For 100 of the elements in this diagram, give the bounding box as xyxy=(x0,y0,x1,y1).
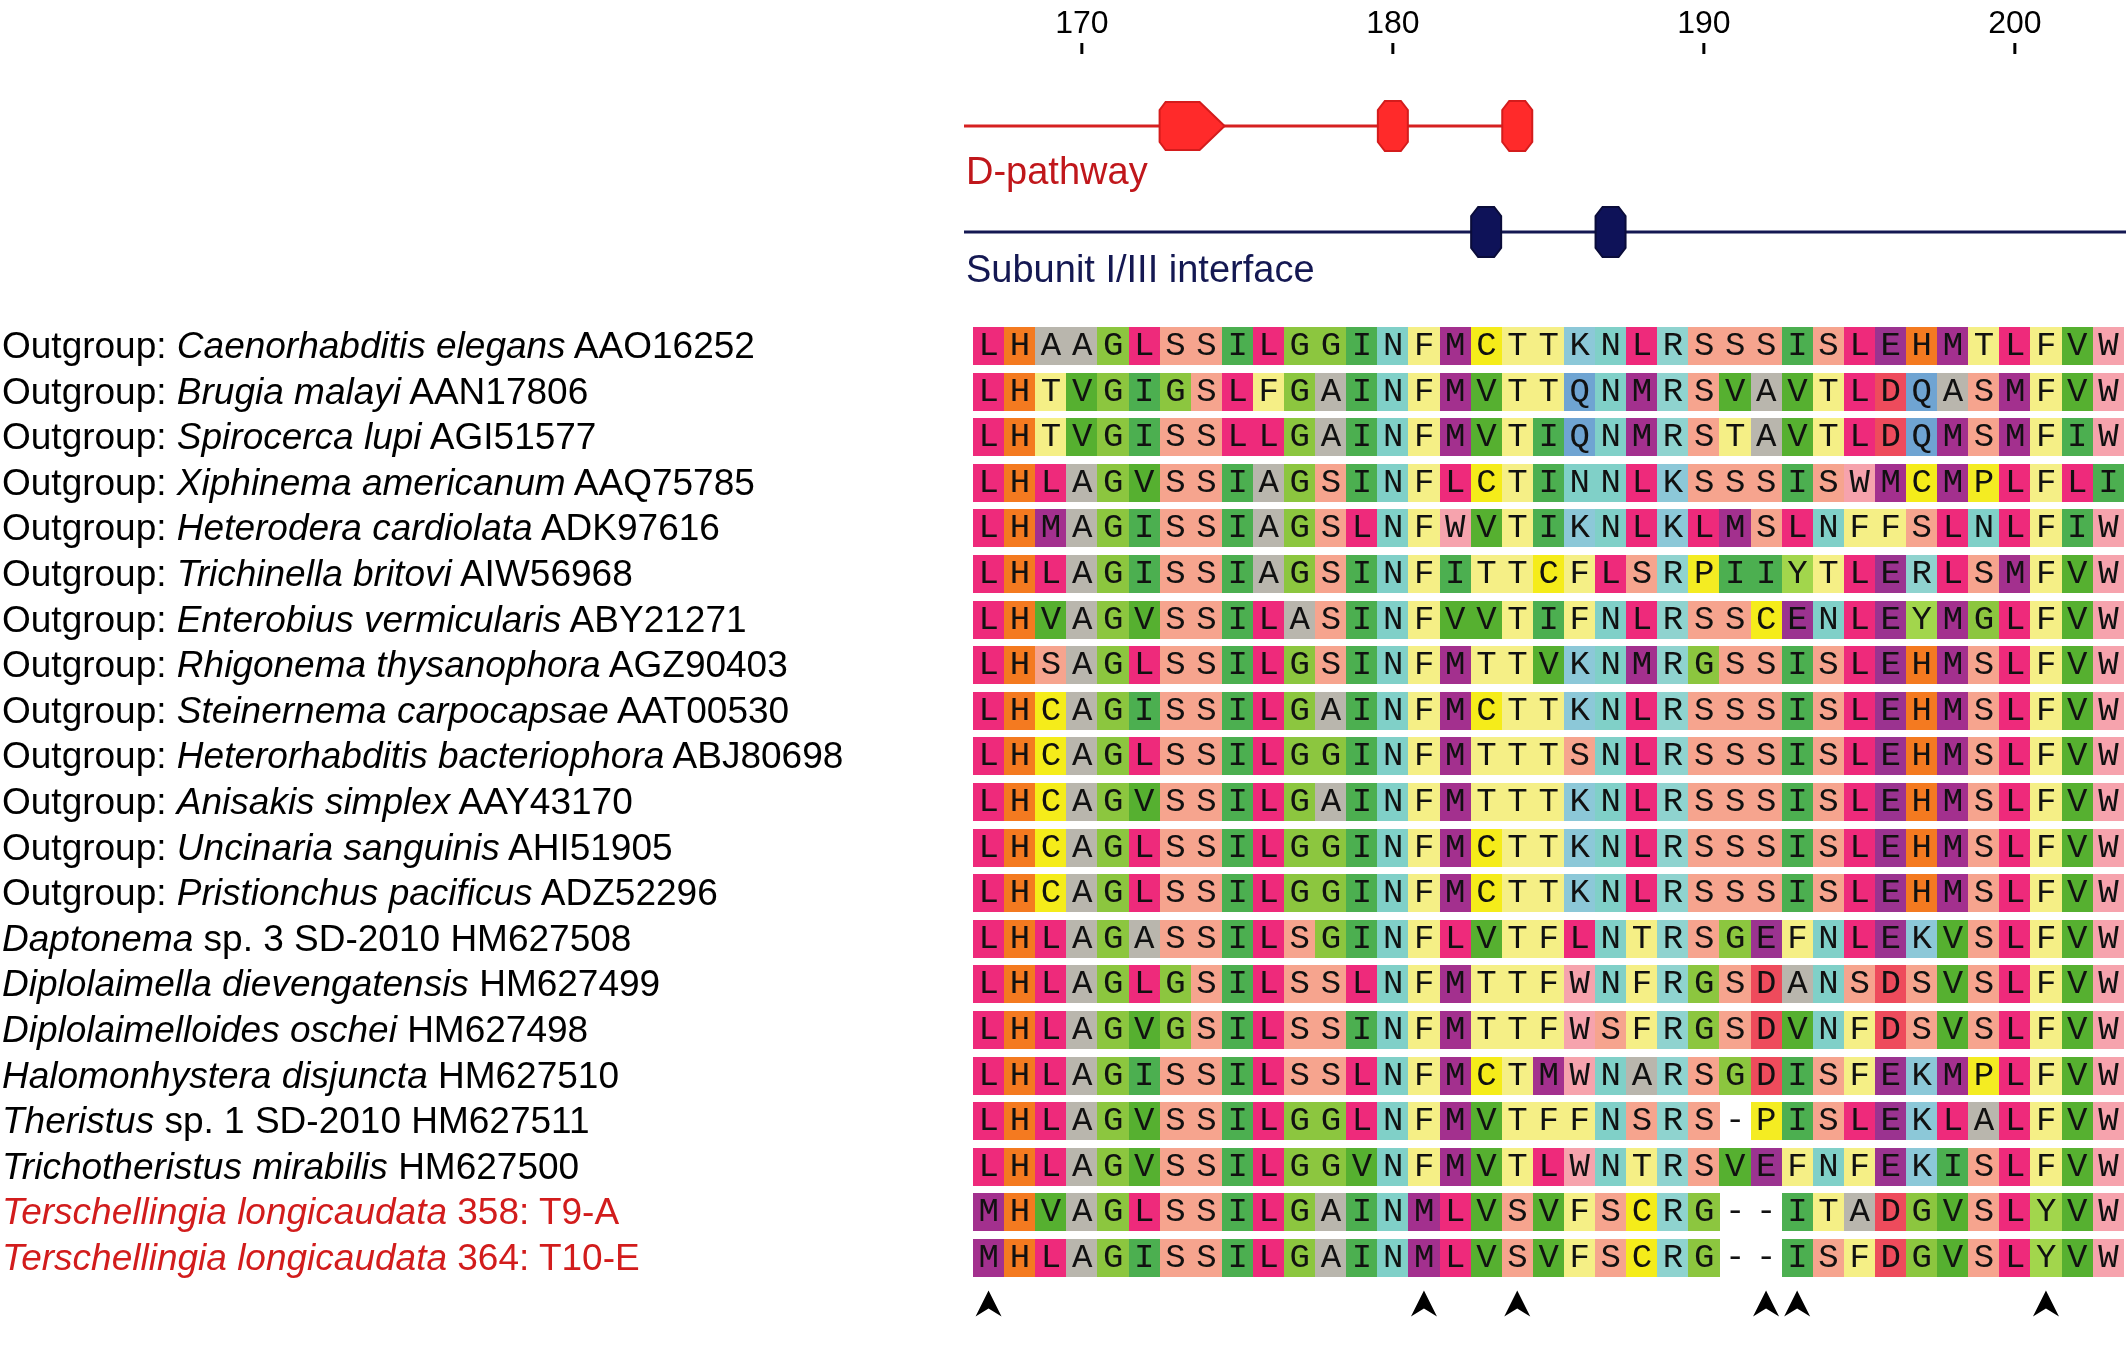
residue-cell: G xyxy=(1284,646,1316,685)
residue-cell: T xyxy=(1501,327,1534,365)
residue-cell: S xyxy=(1688,737,1720,776)
residue-cell: L xyxy=(973,555,1005,593)
residue-cell: C xyxy=(1470,874,1503,913)
residue-cell: L xyxy=(1999,1147,2031,1186)
residue-cell: N xyxy=(1595,646,1627,685)
residue-cell: C xyxy=(1750,600,1783,639)
residue-cell: I xyxy=(1221,1056,1254,1095)
residue-cell: S xyxy=(1159,1102,1192,1141)
residue-cell: V xyxy=(2061,783,2094,821)
residue-cell: S xyxy=(1812,1102,1845,1141)
residue-cell: V xyxy=(1532,1239,1565,1277)
residue-cell: I xyxy=(1221,1193,1254,1232)
residue-cell: F xyxy=(1408,874,1440,913)
residue-cell: S xyxy=(1968,1239,2000,1277)
residue-cell: L xyxy=(1843,919,1876,958)
residue-cell: G xyxy=(1719,919,1751,958)
residue-cell: V xyxy=(1128,1147,1161,1186)
residue-cell: Q xyxy=(1563,372,1596,411)
residue-cell: A xyxy=(1066,600,1098,639)
residue-cell: H xyxy=(1004,555,1036,593)
residue-cell: T xyxy=(1812,372,1845,411)
residue-cell: V xyxy=(2061,372,2094,411)
residue-cell: H xyxy=(1004,509,1036,548)
residue-cell: A xyxy=(1066,1147,1098,1186)
residue-cell: E xyxy=(1874,1147,1907,1186)
residue-cell: K xyxy=(1563,691,1596,730)
residue-cell: M xyxy=(1937,691,1969,730)
residue-cell: T xyxy=(1501,418,1534,457)
residue-cell: N xyxy=(1812,1147,1845,1186)
residue-cell: S xyxy=(1750,737,1783,776)
residue-cell: M xyxy=(1439,1147,1472,1186)
residue-cell: S xyxy=(1719,600,1751,639)
residue-cell: L xyxy=(1252,1011,1285,1049)
residue-cell: G xyxy=(1688,646,1720,685)
residue-cell: V xyxy=(2061,1193,2094,1232)
residue-cell: V xyxy=(1937,965,1969,1004)
residue-cell: S xyxy=(1159,828,1192,867)
residue-cell: S xyxy=(1595,1239,1627,1277)
residue-cell: F xyxy=(1408,965,1440,1004)
residue-cell: L xyxy=(1563,919,1596,958)
residue-cell: V xyxy=(2061,1239,2094,1277)
residue-cell: C xyxy=(1470,463,1503,502)
residue-cell: L xyxy=(1999,509,2031,548)
residue-cell: R xyxy=(1657,919,1689,958)
residue-cell: F xyxy=(1408,327,1440,365)
residue-cell: F xyxy=(1408,691,1440,730)
residue-cell: L xyxy=(973,600,1005,639)
residue-cell: S xyxy=(1719,737,1751,776)
residue-cell: L xyxy=(1035,965,1067,1004)
residue-cell: N xyxy=(1595,783,1627,821)
residue-cell: G xyxy=(1097,691,1129,730)
residue-cell: S xyxy=(1750,691,1783,730)
residue-cell: I xyxy=(1346,555,1378,593)
residue-cell: M xyxy=(1532,1056,1565,1095)
residue-cell: M xyxy=(1439,418,1472,457)
residue-cell: S xyxy=(1190,327,1223,365)
residue-cell: L xyxy=(1252,919,1285,958)
residue-cell: T xyxy=(1812,1193,1845,1232)
residue-cell: T xyxy=(1501,737,1534,776)
residue-cell: I xyxy=(1532,600,1565,639)
residue-cell: G xyxy=(1097,874,1129,913)
residue-cell: S xyxy=(1906,1011,1938,1049)
residue-cell: C xyxy=(1470,327,1503,365)
residue-cell: W xyxy=(2092,1056,2125,1095)
residue-cell: L xyxy=(1252,828,1285,867)
residue-cell: S xyxy=(1719,646,1751,685)
residue-cell: E xyxy=(1874,600,1907,639)
residue-cell: A xyxy=(1066,555,1098,593)
residue-cell: S xyxy=(1750,327,1783,365)
residue-cell: N xyxy=(1595,372,1627,411)
residue-cell: W xyxy=(2092,828,2125,867)
residue-cell: S xyxy=(1750,874,1783,913)
residue-cell: H xyxy=(1906,828,1938,867)
residue-cell: F xyxy=(1408,372,1440,411)
residue-cell: G xyxy=(1097,783,1129,821)
residue-cell: S xyxy=(1750,509,1783,548)
residue-cell: E xyxy=(1874,874,1907,913)
residue-cell: S xyxy=(1688,783,1720,821)
sequence-name: Outgroup: Rhigonema thysanophora AGZ90403 xyxy=(2,644,788,687)
residue-cell: F xyxy=(1843,1239,1876,1277)
residue-cell: E xyxy=(1781,600,1814,639)
residue-cell: L xyxy=(973,372,1005,411)
residue-cell: I xyxy=(1221,509,1254,548)
residue-cell: Q xyxy=(1563,418,1596,457)
residue-cell: S xyxy=(1190,828,1223,867)
residue-cell: S xyxy=(1812,691,1845,730)
residue-cell: V xyxy=(1781,372,1814,411)
residue-cell: H xyxy=(1004,965,1036,1004)
residue-cell: S xyxy=(1906,965,1938,1004)
residue-cell: R xyxy=(1657,646,1689,685)
residue-cell: M xyxy=(1937,646,1969,685)
residue-cell: T xyxy=(1626,919,1658,958)
residue-cell: F xyxy=(2030,1147,2062,1186)
residue-cell: H xyxy=(1004,919,1036,958)
residue-cell: S xyxy=(1968,555,2000,593)
residue-cell: G xyxy=(1159,1011,1192,1049)
residue-cell: S xyxy=(1968,874,2000,913)
gap-mark: - xyxy=(1755,1193,1778,1232)
